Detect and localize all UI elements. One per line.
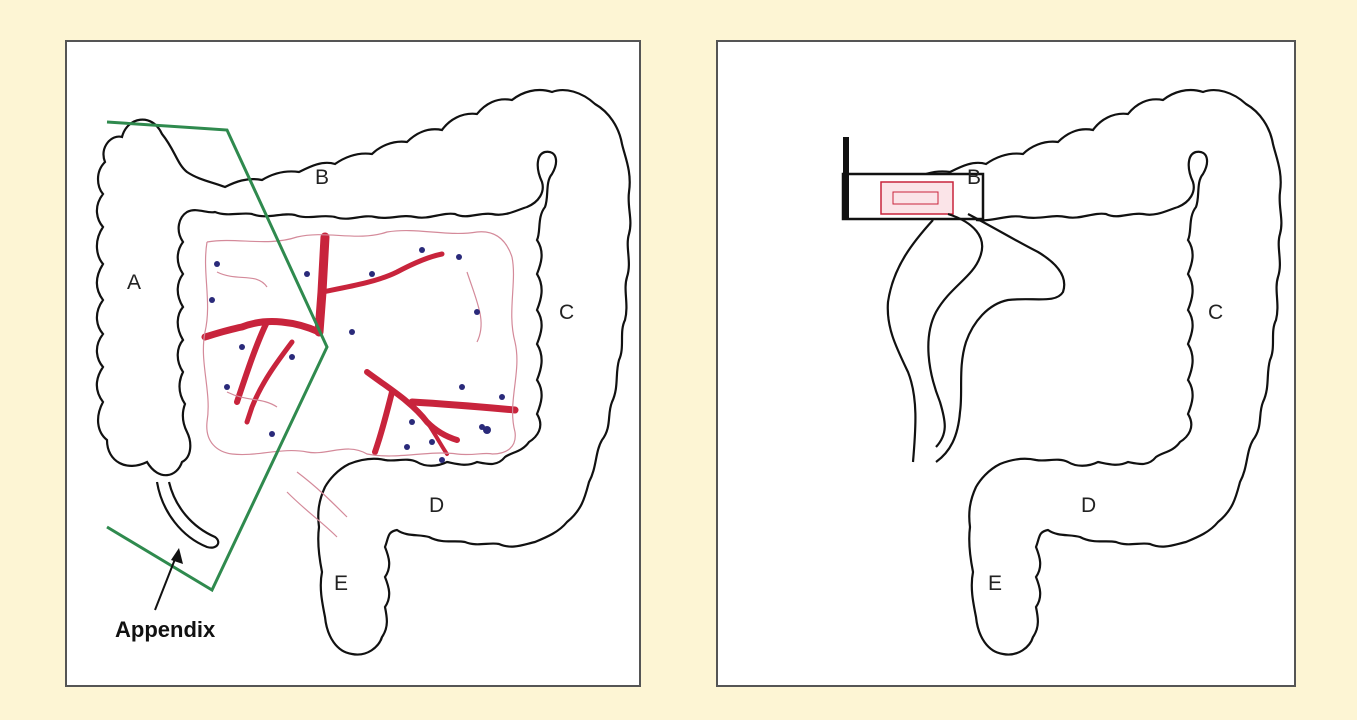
left-colon-diagram: A B C D E Appendix bbox=[67, 42, 639, 685]
label-d: D bbox=[1081, 494, 1096, 517]
ileum-loop bbox=[928, 214, 982, 447]
right-colon-diagram: B C D E bbox=[718, 42, 1294, 685]
label-b: B bbox=[315, 166, 329, 189]
appendix-pointer-arrowhead bbox=[171, 548, 183, 564]
label-c: C bbox=[559, 301, 574, 324]
label-b: B bbox=[967, 166, 981, 189]
left-diagram-panel: A B C D E Appendix bbox=[65, 40, 641, 687]
label-e: E bbox=[988, 572, 1002, 595]
mesenteric-vessels bbox=[205, 237, 515, 454]
label-d: D bbox=[429, 494, 444, 517]
right-diagram-panel: B C D E bbox=[716, 40, 1296, 687]
fine-vessels bbox=[203, 231, 517, 537]
ileal-end bbox=[881, 182, 953, 214]
label-c: C bbox=[1208, 301, 1223, 324]
label-a: A bbox=[127, 271, 141, 294]
ileum-loop-outer bbox=[936, 214, 1064, 462]
appendix-label: Appendix bbox=[115, 617, 216, 642]
label-e: E bbox=[334, 572, 348, 595]
ileum-left-wall bbox=[888, 220, 933, 462]
appendix-shape bbox=[157, 482, 218, 548]
